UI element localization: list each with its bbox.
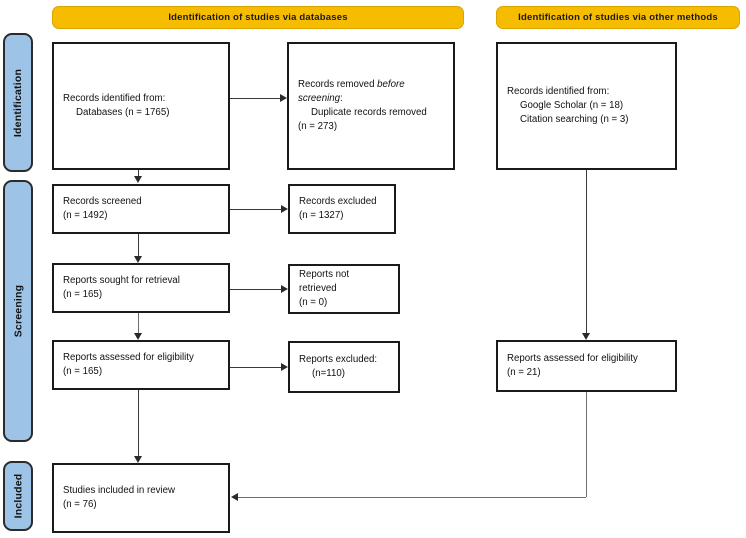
box-records-screened: Records screened (n = 1492) — [52, 184, 230, 234]
header-databases: Identification of studies via databases — [52, 6, 464, 29]
records-identified-other-line2: Google Scholar (n = 18) — [520, 99, 624, 111]
connector-sought-to-assessed — [138, 313, 139, 333]
box-reports-not-retrieved-text: Reports not retrieved (n = 0) — [299, 268, 389, 310]
box-records-identified-other-text: Records identified from: Google Scholar … — [507, 85, 629, 127]
records-screened-line1: Records screened — [63, 195, 142, 207]
reports-sought-line1: Reports sought for retrieval — [63, 274, 180, 286]
box-records-removed: Records removed before screening: Duplic… — [287, 42, 455, 170]
records-removed-line1: Records removed — [298, 78, 378, 90]
box-reports-sought-text: Reports sought for retrieval (n = 165) — [63, 274, 180, 302]
connector-assessed-to-included — [138, 390, 139, 456]
box-reports-assessed: Reports assessed for eligibility (n = 16… — [52, 340, 230, 390]
stage-label-identification: Identification — [3, 33, 33, 172]
box-reports-assessed-text: Reports assessed for eligibility (n = 16… — [63, 351, 194, 379]
connector-other-assessed-down — [586, 392, 587, 497]
box-reports-excluded-text: Reports excluded: (n=110) — [299, 353, 377, 381]
arrowhead-assessed-to-reports-excluded — [281, 363, 288, 371]
reports-excluded-line1: Reports excluded: — [299, 353, 378, 365]
reports-assessed-line2: (n = 165) — [63, 366, 103, 377]
stage-screening-text: Screening — [12, 284, 25, 338]
box-reports-assessed-other: Reports assessed for eligibility (n = 21… — [496, 340, 677, 392]
connector-screened-to-sought — [138, 234, 139, 256]
records-removed-em-screening: screening — [298, 92, 341, 104]
box-records-identified-other: Records identified from: Google Scholar … — [496, 42, 677, 170]
box-records-removed-text: Records removed before screening: Duplic… — [298, 78, 427, 134]
records-identified-other-line3: Citation searching (n = 3) — [520, 114, 629, 126]
arrowhead-to-reports-sought — [134, 256, 142, 263]
connector-screened-to-excluded — [230, 209, 281, 210]
box-records-identified-text: Records identified from: Databases (n = … — [63, 92, 169, 120]
stage-label-screening: Screening — [3, 180, 33, 442]
reports-not-retrieved-line2: (n = 0) — [299, 297, 328, 309]
connector-other-assessed-left — [238, 497, 586, 498]
box-records-screened-text: Records screened (n = 1492) — [63, 195, 142, 223]
reports-not-retrieved-line1: Reports not retrieved — [299, 268, 350, 294]
records-removed-line4: (n = 273) — [298, 121, 338, 133]
box-studies-included-text: Studies included in review (n = 76) — [63, 484, 175, 512]
connector-other-identified-to-assessed — [586, 170, 587, 333]
arrowhead-to-reports-assessed-other — [582, 333, 590, 340]
stage-included-text: Included — [12, 473, 24, 519]
box-reports-not-retrieved: Reports not retrieved (n = 0) — [288, 264, 400, 314]
connector-assessed-to-excluded — [230, 367, 281, 368]
box-studies-included: Studies included in review (n = 76) — [52, 463, 230, 533]
arrowhead-sought-to-not-retrieved — [281, 285, 288, 293]
box-records-excluded: Records excluded (n = 1327) — [288, 184, 396, 234]
connector-col1-seg1 — [138, 170, 139, 176]
reports-sought-line2: (n = 165) — [63, 289, 103, 300]
box-reports-excluded: Reports excluded: (n=110) — [288, 341, 400, 393]
records-removed-colon: : — [340, 92, 343, 104]
header-other-methods-label: Identification of studies via other meth… — [518, 12, 718, 23]
records-excluded-line1: Records excluded — [299, 195, 377, 207]
arrowhead-to-reports-assessed — [134, 333, 142, 340]
arrowhead-identified-to-removed — [280, 94, 287, 102]
records-removed-em-before: before — [377, 78, 405, 90]
reports-assessed-line1: Reports assessed for eligibility — [63, 351, 194, 363]
box-records-identified: Records identified from: Databases (n = … — [52, 42, 230, 170]
box-records-excluded-text: Records excluded (n = 1327) — [299, 195, 377, 223]
connector-identified-to-removed — [230, 98, 280, 99]
box-reports-sought: Reports sought for retrieval (n = 165) — [52, 263, 230, 313]
reports-excluded-line2: (n=110) — [312, 368, 345, 379]
arrowhead-screened-to-excluded — [281, 205, 288, 213]
studies-included-line2: (n = 76) — [63, 499, 97, 510]
header-databases-label: Identification of studies via databases — [168, 12, 348, 23]
reports-assessed-other-line1: Reports assessed for eligibility — [507, 352, 638, 364]
header-other-methods: Identification of studies via other meth… — [496, 6, 740, 29]
records-removed-line3: Duplicate records removed — [311, 107, 427, 118]
connector-sought-to-not-retrieved — [230, 289, 281, 290]
records-identified-line2: Databases (n = 1765) — [76, 107, 170, 118]
studies-included-line1: Studies included in review — [63, 484, 176, 496]
arrowhead-to-records-screened — [134, 176, 142, 183]
stage-identification-text: Identification — [12, 68, 25, 137]
records-screened-line2: (n = 1492) — [63, 210, 108, 221]
arrowhead-to-studies-included — [134, 456, 142, 463]
stage-label-included: Included — [3, 461, 33, 531]
box-reports-assessed-other-text: Reports assessed for eligibility (n = 21… — [507, 352, 638, 380]
reports-assessed-other-line2: (n = 21) — [507, 367, 541, 378]
records-identified-line1: Records identified from: — [63, 92, 166, 104]
records-excluded-line2: (n = 1327) — [299, 210, 344, 221]
arrowhead-to-studies-included-right — [231, 493, 238, 501]
records-identified-other-line1: Records identified from: — [507, 85, 610, 97]
